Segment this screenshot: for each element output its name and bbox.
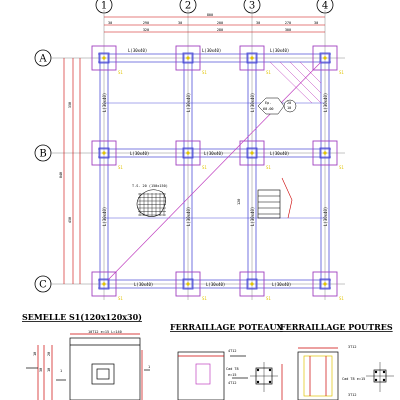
top-span-3: 270: [285, 21, 291, 25]
footing-s1: S1: [312, 140, 344, 170]
poutres-rebar: 3T12: [348, 345, 356, 349]
row-axis-label: A: [38, 54, 47, 65]
poteaux-espacement: e=15: [228, 373, 236, 377]
beam-label-v-5: L(30x40): [102, 207, 107, 226]
slab-hatch: [269, 61, 322, 104]
footing-label: S1: [118, 70, 123, 75]
beam-label-v-4: L(30x40): [323, 93, 328, 112]
poteaux-detail: [177, 351, 283, 400]
poutres-detail: [297, 347, 394, 400]
row-axis-label: B: [39, 149, 46, 160]
semelle-dim-3: 20: [47, 352, 51, 356]
top-offset-2: 30: [178, 21, 182, 25]
beam-label-mid-3: L(30x40): [270, 151, 289, 156]
section-title-poutres: FERRAILLAGE POUTRES: [280, 322, 393, 332]
stair: [257, 177, 293, 219]
column-axis-bubbles: 1 2 3 4: [95, 0, 334, 14]
beam-label-v-1: L(30x40): [102, 93, 107, 112]
top-span-1: 290: [143, 21, 149, 25]
footing-label: S1: [339, 70, 344, 75]
column-axis-label: 3: [249, 1, 255, 12]
footing-s1: S1: [312, 271, 344, 301]
beam-label-mid-2: L(30x40): [204, 151, 223, 156]
slab-note-2: 60.00: [263, 107, 274, 111]
semelle-mark-right: 1: [148, 365, 150, 369]
semelle-dim-1: 10: [33, 352, 37, 356]
top-offset-1: 30: [108, 21, 112, 25]
beam-label-bot-2: L(30x40): [206, 282, 225, 287]
poteaux-rebar-2: 4T12: [228, 381, 236, 385]
opening-diagonal: [107, 61, 322, 281]
top-dimension-lines: [104, 16, 325, 33]
footing-label: S1: [118, 165, 123, 170]
beam-label-top-2: L(30x40): [202, 48, 221, 53]
poteaux-cadre: Cad T8: [226, 367, 239, 371]
left-span-2: 450: [68, 217, 72, 223]
top-span2-1: 320: [143, 28, 149, 32]
beam-label-v-6: L(30x40): [186, 207, 191, 226]
footing-label: S1: [339, 165, 344, 170]
row-axis-bubbles: A B C: [34, 49, 52, 293]
footing-label: S1: [118, 296, 123, 301]
top-offset-4: 30: [314, 21, 318, 25]
footing-s1: S1: [239, 271, 271, 301]
section-title-poteaux: FERRAILLAGE POTEAUX: [170, 322, 283, 332]
semelle-rebar: 10T12 e=15 L=140: [88, 330, 122, 334]
footing-label: S1: [266, 165, 271, 170]
column-axis-label: 1: [101, 1, 107, 12]
beam-label-bot-3: L(30x40): [272, 282, 291, 287]
left-total-dim: 840: [59, 172, 63, 178]
semelle-mark-left: 1: [60, 369, 62, 373]
top-span2-2: 280: [217, 28, 223, 32]
footing-label: S1: [202, 70, 207, 75]
footing-label: S1: [202, 296, 207, 301]
stair-dim: 120: [237, 199, 241, 205]
beam-label-v-2: L(30x40): [186, 93, 191, 112]
row-axis-label: C: [39, 280, 47, 291]
top-total-dim: 800: [207, 13, 213, 17]
footing-s1: S1: [312, 45, 344, 75]
top-span-2: 200: [217, 21, 223, 25]
top-offset-3: 30: [256, 21, 260, 25]
top-span2-3: 300: [285, 28, 291, 32]
beam-label-v-7: L(30x40): [250, 207, 255, 226]
footing-s1: S1: [91, 140, 123, 170]
section-title-semelle: SEMELLE S1(120x120x30): [22, 312, 142, 322]
column-axis-label: 4: [322, 1, 328, 12]
beam-label-v-8: L(30x40): [323, 207, 328, 226]
semelle-dim-4: 10: [47, 368, 51, 372]
slab-note-1: Ep.: [265, 101, 271, 105]
semelle-detail: [26, 333, 150, 400]
beam-label-mid-1: L(30x40): [130, 151, 149, 156]
beam-label-v-3: L(30x40): [250, 93, 255, 112]
beam-label-top-3: L(30x40): [270, 48, 289, 53]
footing-label: S1: [339, 296, 344, 301]
footing-s1: S1: [239, 45, 271, 75]
footing-s1: S1: [91, 271, 123, 301]
footing-label: S1: [266, 70, 271, 75]
footing-s1: S1: [239, 140, 271, 170]
poutres-cadre: Cad T8 e=15: [342, 377, 365, 381]
slab-note-3: 10: [287, 106, 291, 110]
footing-s1: S1: [175, 45, 207, 75]
poteaux-rebar: 4T12: [228, 349, 236, 353]
poutres-rebar-2: 3T12: [348, 393, 356, 397]
mesh-patch: [136, 189, 166, 217]
beam-label-top-1: L(30x40): [128, 48, 147, 53]
slab-note-bubble: [257, 97, 297, 115]
footing-s1: S1: [91, 45, 123, 75]
mesh-note: T.S. 20 (150x150): [132, 184, 168, 188]
footing-s1: S1: [175, 140, 207, 170]
left-dimension-lines: [63, 58, 81, 284]
footing-s1: S1: [175, 271, 207, 301]
semelle-dim-2: 30: [39, 368, 43, 372]
footing-label: S1: [202, 165, 207, 170]
column-axis-label: 2: [185, 1, 191, 12]
left-span-1: 350: [68, 102, 72, 108]
beam-label-bot-1: L(30x40): [134, 282, 153, 287]
slab-note-4: 20: [287, 101, 291, 105]
footing-label: S1: [266, 296, 271, 301]
